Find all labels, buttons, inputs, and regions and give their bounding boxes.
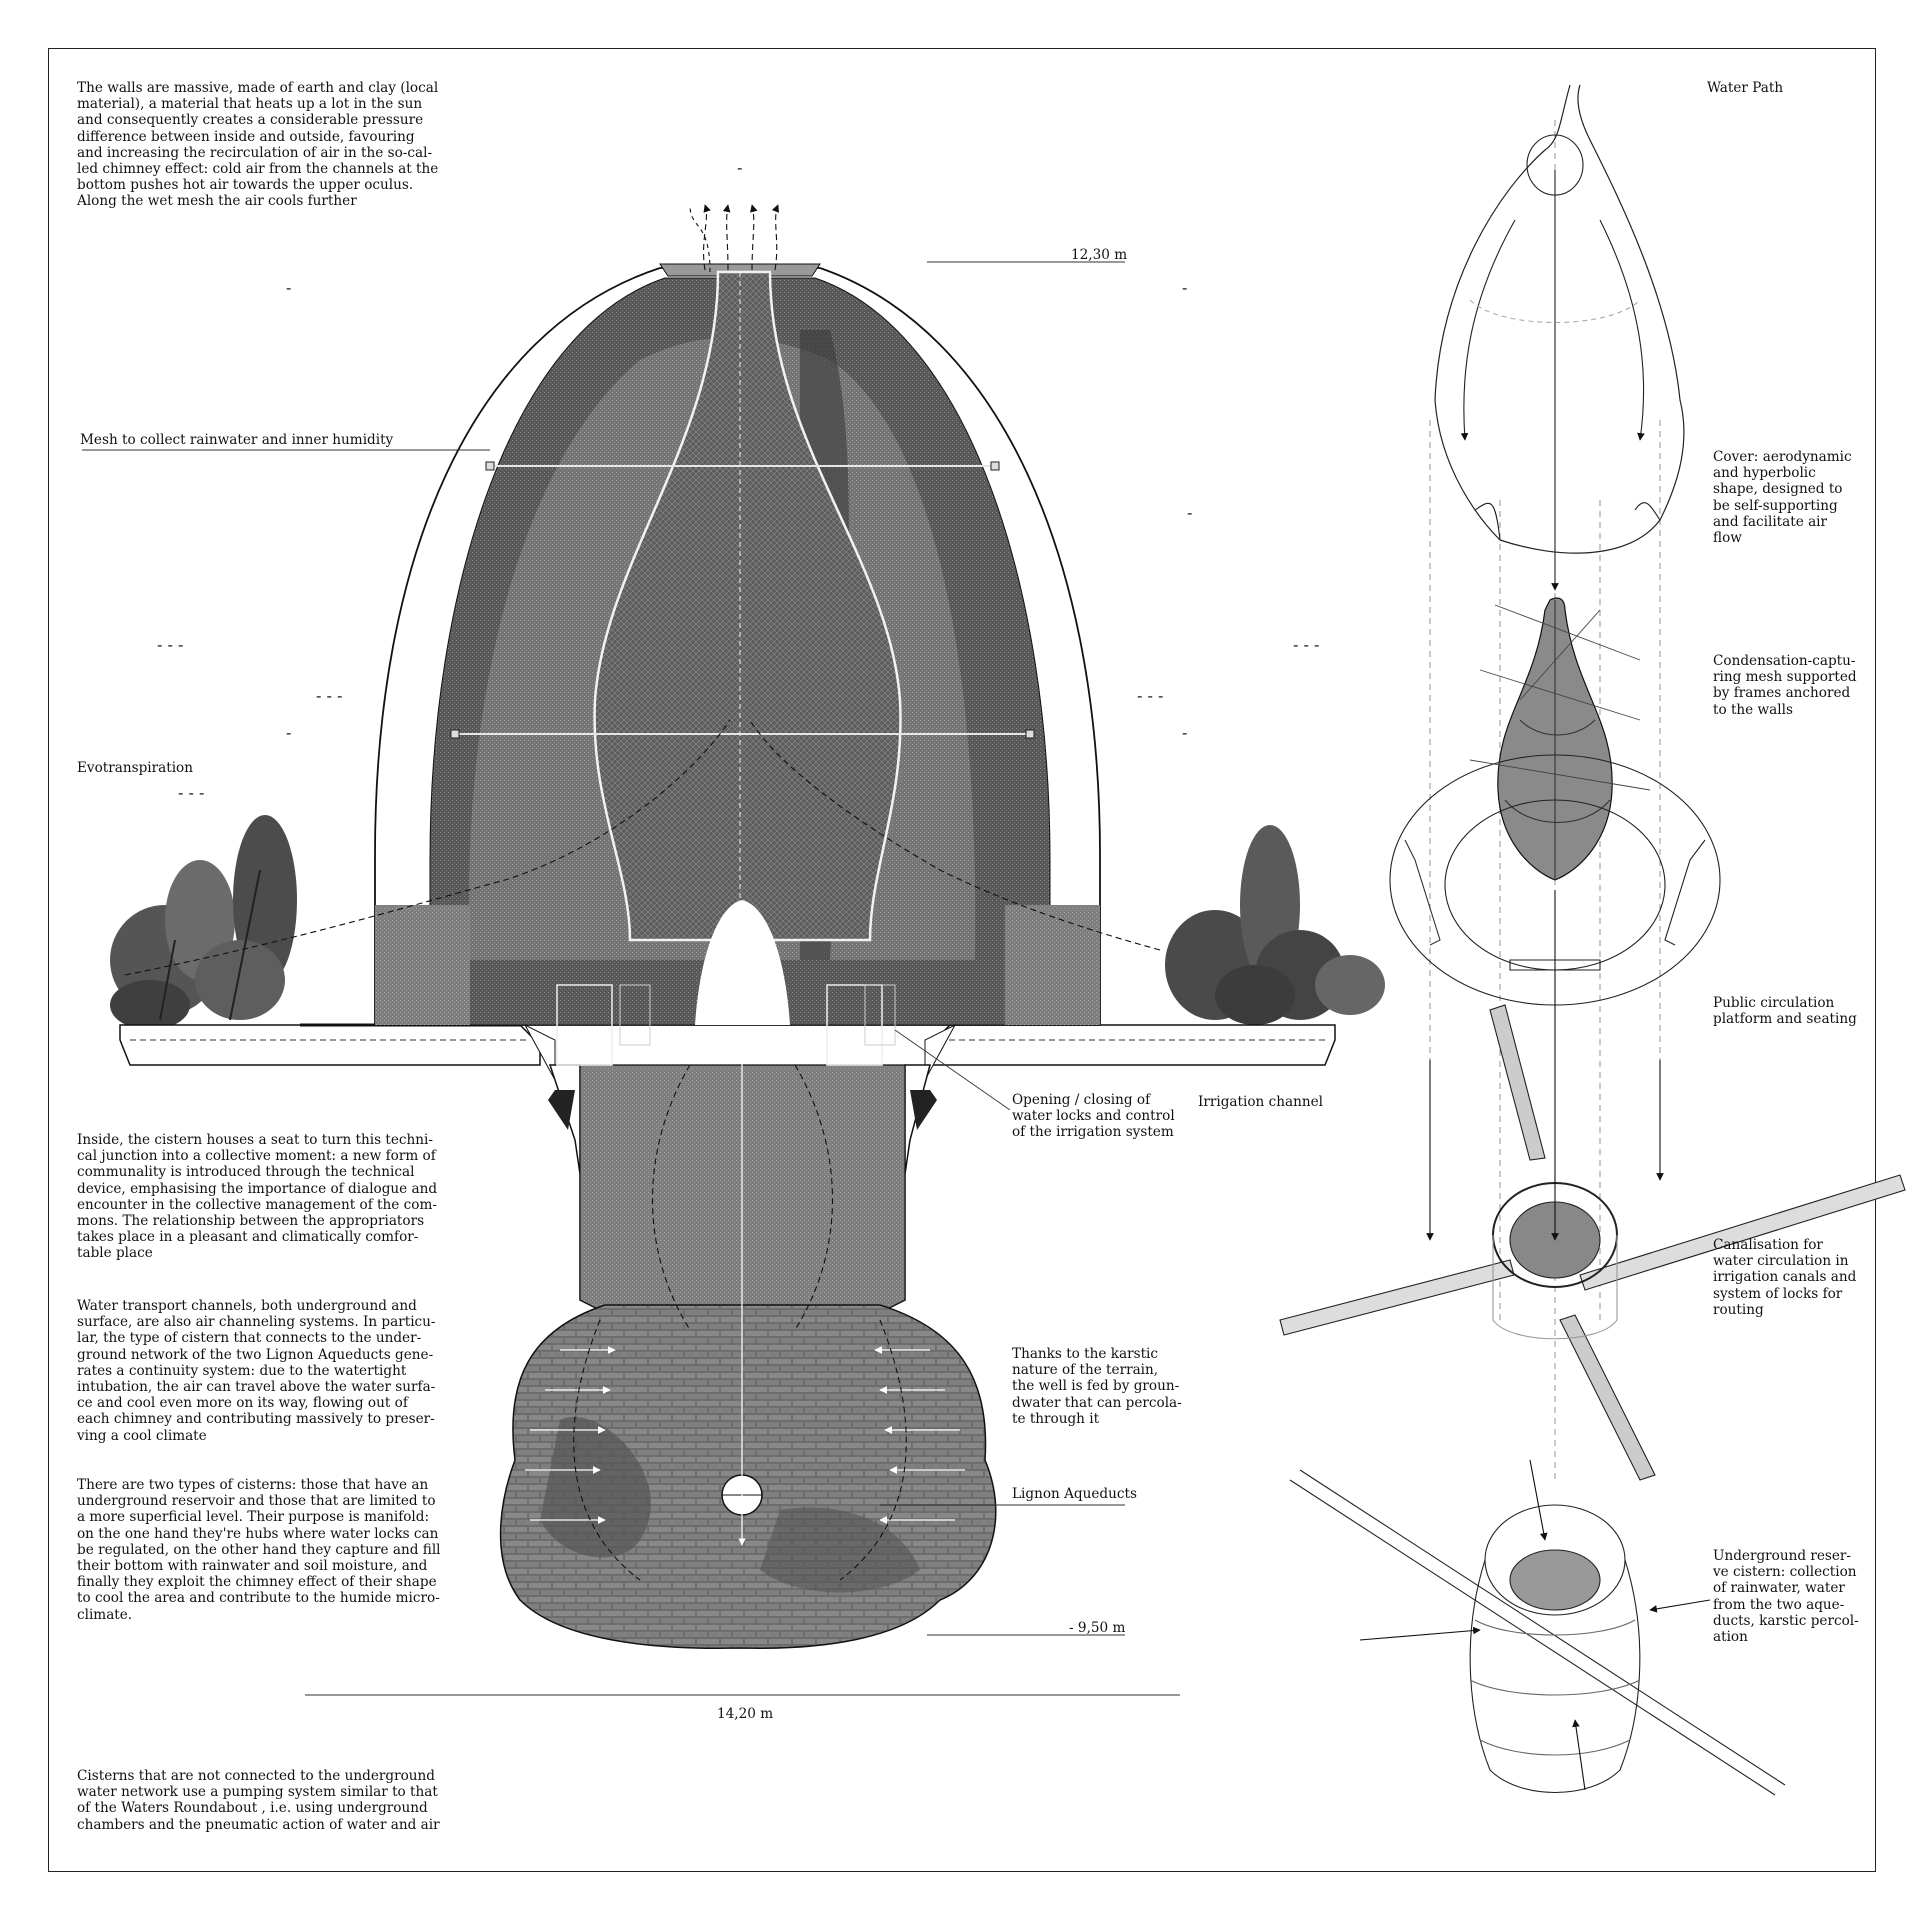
pressure-mark-triple: - - - bbox=[178, 783, 205, 802]
axon-title: Water Path bbox=[1707, 80, 1784, 96]
note-transport: Water transport channels, both undergrou… bbox=[77, 1298, 436, 1444]
label-mesh: Mesh to collect rainwater and inner humi… bbox=[80, 432, 394, 448]
pressure-mark-triple: - - - bbox=[1293, 635, 1320, 654]
axon-label-reservoir: Underground reser- ve cistern: collectio… bbox=[1713, 1548, 1859, 1646]
pressure-mark: - bbox=[286, 278, 292, 297]
pressure-mark: - bbox=[1187, 503, 1193, 522]
ground-channels bbox=[119, 1023, 1336, 1066]
vegetation-left bbox=[110, 815, 297, 1030]
axon-label-cover: Cover: aerodynamic and hyperbolic shape,… bbox=[1713, 449, 1852, 547]
label-lignon-aqueducts: Lignon Aqueducts bbox=[1012, 1486, 1137, 1502]
pressure-mark: - bbox=[286, 723, 292, 742]
dimension-top: 12,30 m bbox=[1071, 247, 1128, 263]
note-walls: The walls are massive, made of earth and… bbox=[77, 80, 439, 210]
note-types: There are two types of cisterns: those t… bbox=[77, 1477, 441, 1623]
reservoir-air-arrows bbox=[525, 1056, 965, 1524]
chimney-mesh bbox=[593, 270, 902, 1025]
pressure-mark: - bbox=[1182, 723, 1188, 742]
mesh-rods bbox=[450, 461, 1035, 739]
label-irrigation-channel: Irrigation channel bbox=[1198, 1094, 1323, 1110]
sheet-border bbox=[48, 48, 1876, 1872]
note-pumping: Cisterns that are not connected to the u… bbox=[77, 1768, 440, 1833]
pressure-mark-triple: - - - bbox=[316, 686, 343, 705]
underground-reservoir bbox=[499, 1304, 997, 1649]
label-water-locks: Opening / closing of water locks and con… bbox=[1012, 1092, 1175, 1141]
air-flow-paths bbox=[124, 204, 1161, 1581]
leader-lines bbox=[82, 261, 1180, 1696]
pressure-mark: - bbox=[1182, 278, 1188, 297]
note-inside: Inside, the cistern houses a seat to tur… bbox=[77, 1132, 438, 1262]
pressure-mark-triple: - - - bbox=[157, 635, 184, 654]
dimension-width: 14,20 m bbox=[717, 1706, 774, 1722]
dimension-bottom: - 9,50 m bbox=[1069, 1620, 1126, 1636]
label-karst: Thanks to the karstic nature of the terr… bbox=[1012, 1346, 1182, 1427]
pressure-mark-triple: - - - bbox=[1137, 686, 1164, 705]
axon-label-platform: Public circulation platform and seating bbox=[1713, 995, 1857, 1028]
axon-label-mesh: Condensation-captu- ring mesh supported … bbox=[1713, 653, 1857, 718]
reserve-cistern bbox=[1289, 1469, 1786, 1796]
label-evotranspiration: Evotranspiration bbox=[77, 760, 193, 776]
cover-shell bbox=[1434, 84, 1685, 591]
cistern-shaft bbox=[523, 984, 957, 1312]
vegetation-right bbox=[1165, 825, 1385, 1025]
pressure-mark: - bbox=[737, 158, 743, 177]
axonometric-drawing bbox=[1279, 84, 1906, 1796]
axon-label-canalisation: Canalisation for water circulation in ir… bbox=[1713, 1237, 1857, 1318]
condensation-mesh bbox=[1469, 597, 1651, 881]
